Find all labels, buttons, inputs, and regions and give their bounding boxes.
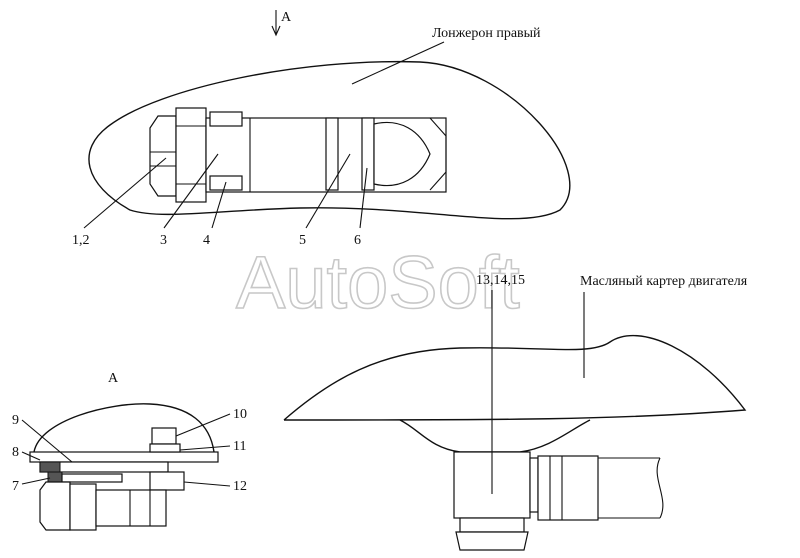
- callout-13-14-15: 13,14,15: [476, 273, 525, 288]
- top-callouts: 1,2 3 4 5 6: [72, 233, 361, 248]
- oil-pan: Масляный картер двигателя 13,14,15: [283, 273, 748, 551]
- rail-outline: Лонжерон правый: [88, 26, 571, 220]
- top-leaders: [83, 153, 368, 229]
- callout-8: 8: [12, 445, 19, 460]
- callout-10: 10: [233, 407, 247, 422]
- section-label: A: [108, 371, 119, 386]
- callout-3: 3: [160, 233, 167, 248]
- oil-pan-label: Масляный картер двигателя: [580, 274, 748, 289]
- callout-12: 12: [233, 479, 247, 494]
- watermark: AutoSoft: [236, 241, 520, 324]
- callout-4: 4: [203, 233, 210, 248]
- callout-11: 11: [233, 439, 246, 454]
- callout-5: 5: [299, 233, 306, 248]
- callout-7: 7: [12, 479, 19, 494]
- fitting-assembly: [149, 107, 447, 203]
- section-a: A 9 8 7 10 11 12: [12, 371, 247, 531]
- callout-9: 9: [12, 413, 19, 428]
- view-arrow-label: A: [281, 10, 292, 25]
- callout-1-2: 1,2: [72, 233, 90, 248]
- callout-6: 6: [354, 233, 361, 248]
- rail-label: Лонжерон правый: [432, 26, 541, 41]
- view-arrow: A: [271, 10, 292, 37]
